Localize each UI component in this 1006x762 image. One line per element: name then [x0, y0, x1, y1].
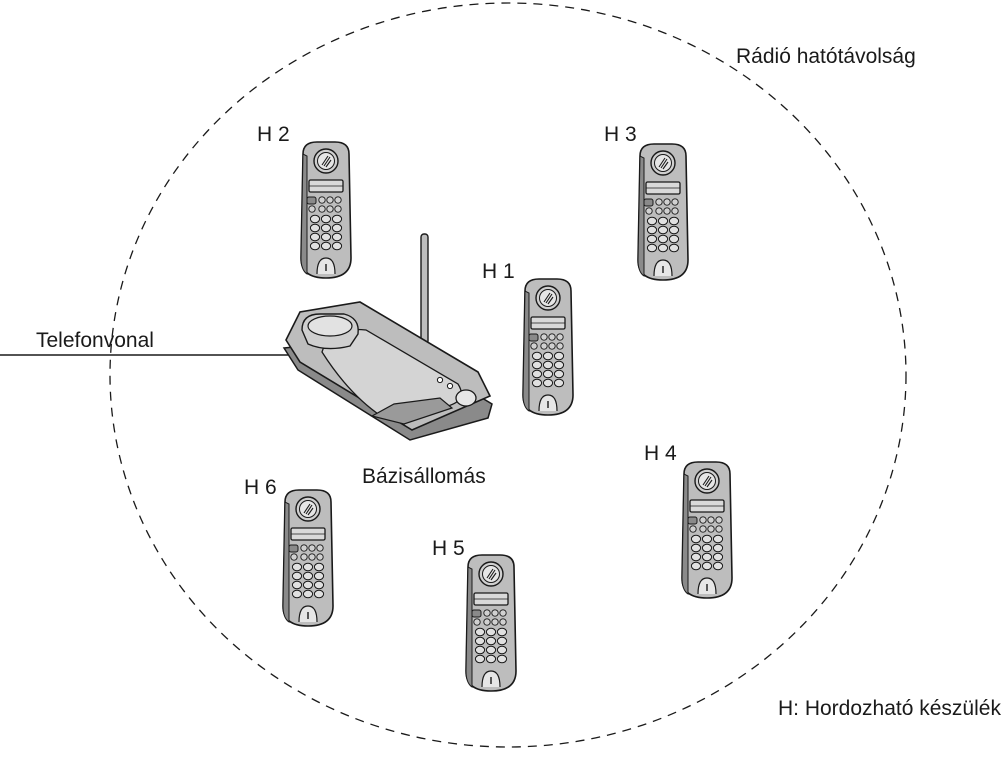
- handset-h3-label: H 3: [604, 123, 637, 146]
- radio-range-label: Rádió hatótávolság: [736, 45, 916, 68]
- handset-h5-label: H 5: [432, 537, 465, 560]
- handset-h3-icon: [637, 143, 689, 281]
- base-station-icon: [282, 233, 493, 441]
- radio-range-boundary: [109, 2, 907, 748]
- handset-h6-icon: [282, 489, 334, 627]
- handset-h2-label: H 2: [257, 123, 290, 146]
- handset-h5-icon: [465, 554, 517, 692]
- handset-h1-label: H 1: [482, 260, 515, 283]
- handset-h4-icon: [681, 461, 733, 599]
- telephone-line-label: Telefonvonal: [36, 329, 154, 352]
- handset-h6-label: H 6: [244, 476, 277, 499]
- handset-h1-icon: [522, 278, 574, 416]
- handset-h4-label: H 4: [644, 442, 677, 465]
- base-station-label: Bázisállomás: [362, 465, 486, 488]
- portable-handset-legend: H: Hordozható készülék: [778, 697, 1001, 720]
- handset-h2-icon: [300, 141, 352, 279]
